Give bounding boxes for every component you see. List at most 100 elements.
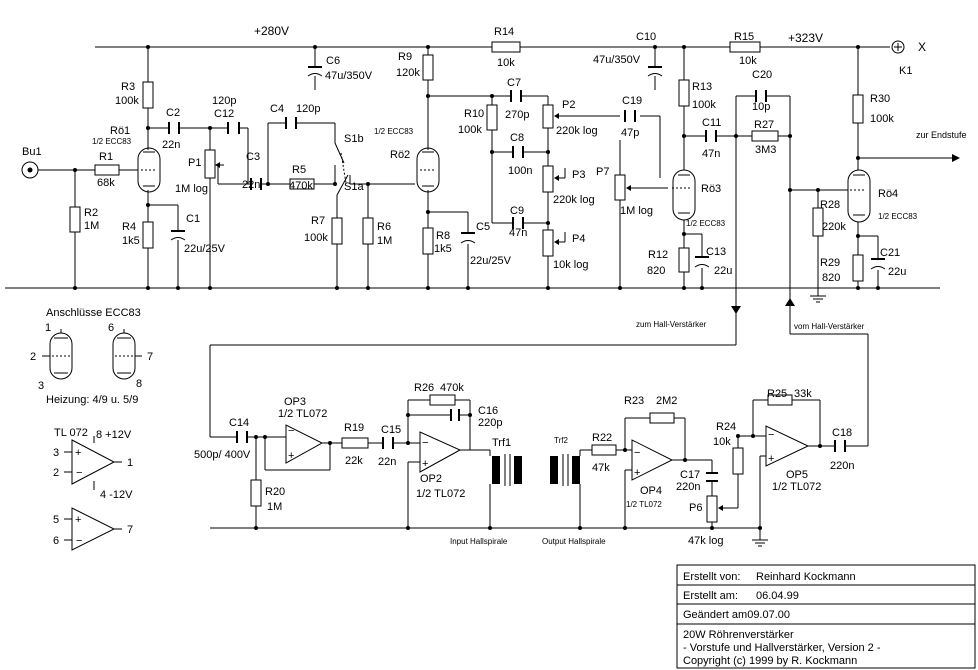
- potentiometer-p6: [706, 495, 723, 523]
- c17-ref: C17: [680, 469, 700, 481]
- c5-ref: C5: [476, 221, 490, 233]
- capacitor-c18: [834, 440, 846, 452]
- r26-ref: R26: [414, 382, 434, 394]
- r27-value: 3M3: [755, 144, 776, 156]
- c15-value: 22n: [378, 456, 396, 468]
- ecc83-title: Anschlüsse ECC83: [46, 307, 141, 319]
- c19-ref: C19: [622, 95, 642, 107]
- op4-minus: −: [634, 447, 640, 459]
- resistor-r22: [591, 444, 617, 456]
- arrow-to-output: [952, 154, 960, 162]
- title-line-2: - Vorstufe und Hallverstärker, Version 2…: [683, 642, 881, 654]
- ecc83-pin-2: 2: [30, 351, 36, 363]
- resistors: [69, 41, 864, 507]
- capacitor-c9: [512, 217, 524, 229]
- resistor-r28: [812, 207, 824, 237]
- c19-value: 47p: [621, 127, 639, 139]
- resistor-r19: [341, 437, 369, 449]
- op5-minus: −: [768, 429, 774, 441]
- capacitor-c17: [706, 472, 718, 482]
- resistor-r24: [732, 447, 744, 475]
- title-created: 06.04.99: [756, 590, 799, 602]
- title-line-3: Copyright (c) 1999 by R. Kockmann: [683, 655, 857, 667]
- c6-ref: C6: [326, 55, 340, 67]
- capacitor-c19: [624, 110, 636, 122]
- resistor-r25: [767, 394, 793, 406]
- r28-ref: R28: [820, 199, 840, 211]
- capacitor-c14: [236, 431, 248, 443]
- capacitor-c15: [382, 437, 394, 449]
- c1-value: 22u/25V: [184, 243, 226, 255]
- opamp1-pin-1: 1: [127, 457, 133, 469]
- input-jack-label: Bu1: [22, 146, 42, 158]
- opamp2-pin-7: 7: [127, 524, 133, 536]
- op4-plus: +: [634, 467, 640, 479]
- c9-value: 47n: [509, 227, 527, 239]
- labels: +280V +323V X K1 zur Endstufe Bu1 zum Ha…: [22, 24, 967, 667]
- opamp1-plus: +: [75, 447, 81, 459]
- capacitor-c12: [227, 122, 240, 134]
- capacitors: [168, 66, 886, 482]
- op2-minus: −: [422, 437, 428, 449]
- resistor-r14: [491, 41, 521, 53]
- c21-ref: C21: [880, 247, 900, 259]
- c14-value: 500p/ 400V: [194, 449, 251, 461]
- capacitor-c21: [870, 258, 886, 270]
- r26-value: 470k: [440, 382, 464, 394]
- r20-ref: R20: [265, 486, 285, 498]
- p4-value: 10k log: [553, 259, 588, 271]
- capacitor-c3: [250, 178, 262, 190]
- p1-ref: P1: [188, 157, 201, 169]
- r28-value: 220k: [822, 221, 846, 233]
- p2-value: 220k log: [556, 125, 598, 137]
- c16-ref: C16: [478, 405, 498, 417]
- ro4-type: 1/2 ECC83: [878, 212, 918, 221]
- c21-value: 22u: [888, 266, 906, 278]
- r8-ref: R8: [436, 230, 450, 242]
- junctions: [73, 45, 880, 530]
- c9-ref: C9: [510, 205, 524, 217]
- c6-value: 47u/350V: [325, 70, 373, 82]
- ro2-ref: Rö2: [390, 149, 410, 161]
- c13-ref: C13: [706, 246, 726, 258]
- c1-ref: C1: [186, 213, 200, 225]
- r4-ref: R4: [122, 221, 136, 233]
- op2-ref: OP2: [420, 473, 442, 485]
- r7-ref: R7: [311, 215, 325, 227]
- capacitor-c11: [705, 130, 717, 142]
- resistor-r13: [678, 79, 690, 107]
- c8-ref: C8: [510, 132, 524, 144]
- r6-value: 1M: [377, 235, 392, 247]
- r24-value: 10k: [713, 436, 731, 448]
- op5-plus: +: [768, 453, 774, 465]
- r14-value: 10k: [497, 57, 515, 69]
- r3-value: 100k: [115, 95, 139, 107]
- r22-value: 47k: [592, 462, 610, 474]
- title-block-frame: [676, 564, 976, 669]
- c18-ref: C18: [832, 427, 852, 439]
- r22-ref: R22: [592, 432, 612, 444]
- input-jack-bu1: [21, 161, 39, 179]
- r25-ref: R25: [767, 388, 787, 400]
- c20-ref: C20: [752, 69, 772, 81]
- title-created-label: Erstellt am:: [683, 590, 738, 602]
- c4-value: 120p: [296, 103, 320, 115]
- capacitor-c5: [460, 232, 476, 244]
- r7-value: 100k: [304, 232, 328, 244]
- r25-value: 33k: [794, 388, 812, 400]
- s1a-label: S1a: [344, 181, 364, 193]
- c13-value: 22u: [714, 265, 732, 277]
- resistor-r12: [678, 247, 690, 273]
- capacitor-c4: [285, 117, 297, 129]
- ecc83-pin-8: 8: [136, 378, 142, 390]
- potentiometer-p1: [204, 149, 224, 179]
- capacitor-c13: [694, 256, 710, 268]
- title-modified: Geändert am09.07.00: [683, 609, 790, 621]
- p3-value: 220k log: [553, 194, 595, 206]
- potentiometers: [204, 104, 723, 523]
- s1b-label: S1b: [344, 133, 364, 145]
- ecc83-pin-3: 3: [38, 380, 44, 392]
- opamp1-pin-2: 2: [53, 467, 59, 479]
- c11-ref: C11: [702, 117, 721, 129]
